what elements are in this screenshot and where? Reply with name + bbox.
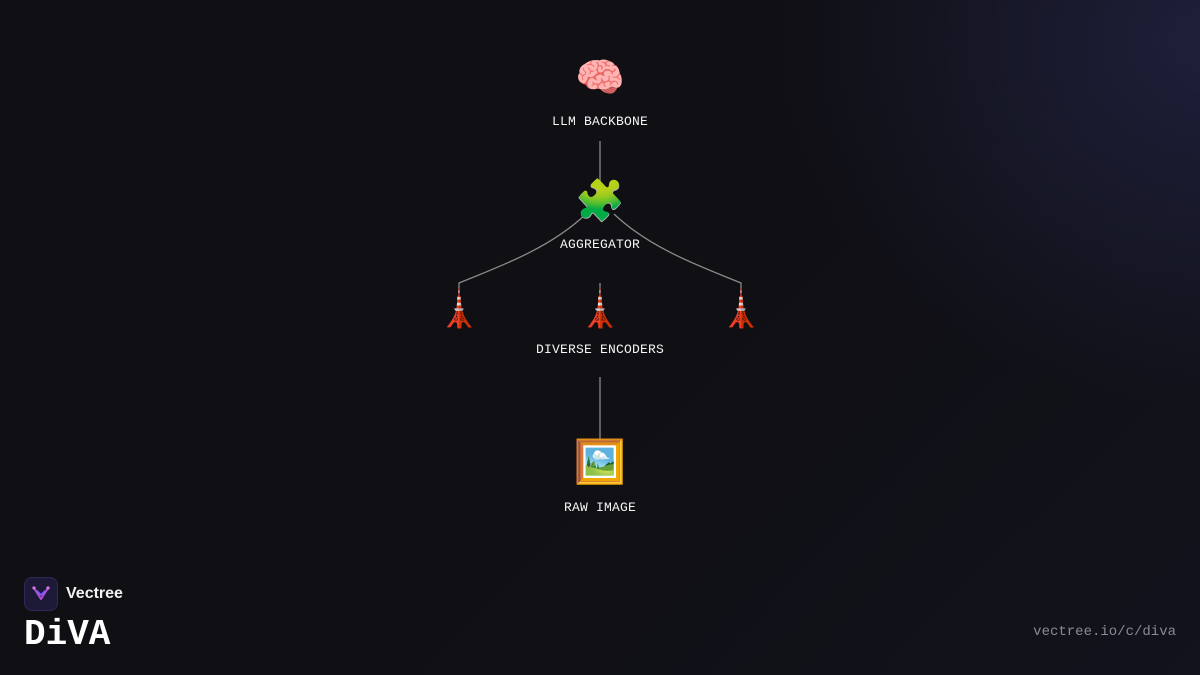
brand-name[interactable]: Vectree: [66, 585, 123, 602]
puzzle-piece-icon: 🧩: [575, 178, 625, 224]
node-llm-backbone: 🧠 LLM BACKBONE: [552, 56, 648, 129]
node-label-aggregator: AGGREGATOR: [559, 237, 641, 252]
brand-block: Vectree DiVA: [24, 577, 123, 655]
tower-icon: 🗼: [718, 289, 764, 330]
edge-encoder-right-to-aggregator: [613, 213, 742, 292]
node-aggregator: 🧩 AGGREGATOR: [560, 179, 640, 252]
edge-encoder-left-to-aggregator: [458, 213, 587, 292]
node-raw-image: 🖼️ RAW IMAGE: [563, 437, 637, 516]
framed-picture-icon: 🖼️: [573, 437, 627, 486]
node-label-raw-image: RAW IMAGE: [563, 500, 637, 515]
tower-icon: 🗼: [436, 289, 482, 330]
brand-row: Vectree: [24, 577, 123, 611]
brain-icon: 🧠: [575, 55, 625, 101]
footer-url-link[interactable]: vectree.io/c/diva: [1033, 624, 1176, 640]
vectree-logo-icon[interactable]: [24, 577, 58, 611]
tower-icon: 🗼: [577, 289, 623, 330]
page-title: DiVA: [24, 614, 111, 655]
node-diverse-encoders: 🗼 DIVERSE ENCODERS: [536, 288, 664, 357]
node-label-diverse-encoders: DIVERSE ENCODERS: [535, 342, 665, 357]
node-label-llm-backbone: LLM BACKBONE: [551, 114, 649, 129]
vectree-logo-mark: [32, 586, 50, 600]
